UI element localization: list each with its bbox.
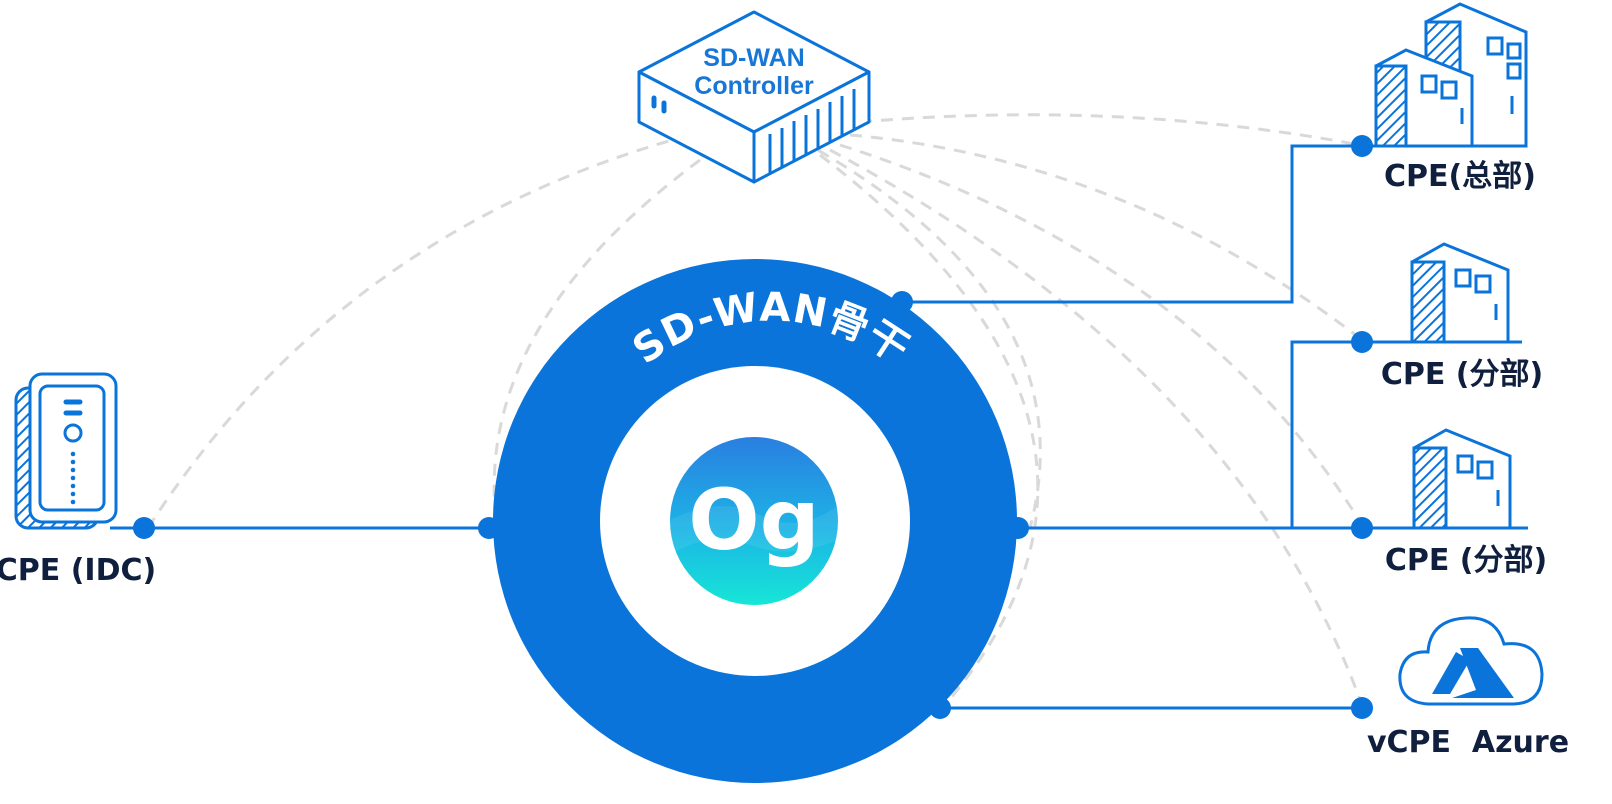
- controller-links: [146, 113, 1364, 706]
- controller-link-ring-right: [799, 138, 1042, 529]
- label-idc: CPE (IDC): [0, 553, 156, 588]
- building-icon: [1412, 428, 1512, 530]
- dot-hq: [1351, 135, 1373, 157]
- dot-idc: [133, 517, 155, 539]
- controller-link-idc: [146, 133, 691, 529]
- og-logo: Og: [670, 437, 838, 605]
- controller-link-branch2: [839, 143, 1364, 526]
- label-hq: CPE(总部): [1384, 159, 1536, 194]
- label-branch2: CPE (分部): [1385, 543, 1547, 578]
- dot-branch2: [1351, 517, 1373, 539]
- dot-branch1: [1351, 331, 1373, 353]
- buildings-icon: [1374, 2, 1528, 148]
- controller-link-azure: [829, 148, 1364, 706]
- connection-dots: [133, 135, 1373, 719]
- controller-label-line1: SD-WAN: [703, 44, 804, 72]
- building-icon: [1410, 242, 1510, 344]
- controller-link-ring-bottom: [819, 153, 1040, 706]
- dot-ring-bottom: [929, 697, 951, 719]
- controller-link-branch1: [849, 133, 1363, 342]
- label-branch1: CPE (分部): [1381, 357, 1543, 392]
- og-logo-circle: [670, 437, 838, 605]
- controller-link-hq: [859, 113, 1361, 147]
- label-azure: vCPE Azure: [1367, 725, 1569, 760]
- controller-box: [637, 10, 871, 184]
- dot-ring-top: [891, 291, 913, 313]
- server-icon: [14, 372, 118, 530]
- controller-link-ring-left: [492, 158, 701, 529]
- controller-vents: [768, 89, 856, 174]
- controller-label-line2: Controller: [694, 72, 814, 100]
- azure-cloud-icon: [1398, 616, 1544, 706]
- og-logo-text: Og: [688, 471, 820, 569]
- dot-ring-right: [1007, 517, 1029, 539]
- dot-ring-left: [478, 517, 500, 539]
- dot-azure: [1351, 697, 1373, 719]
